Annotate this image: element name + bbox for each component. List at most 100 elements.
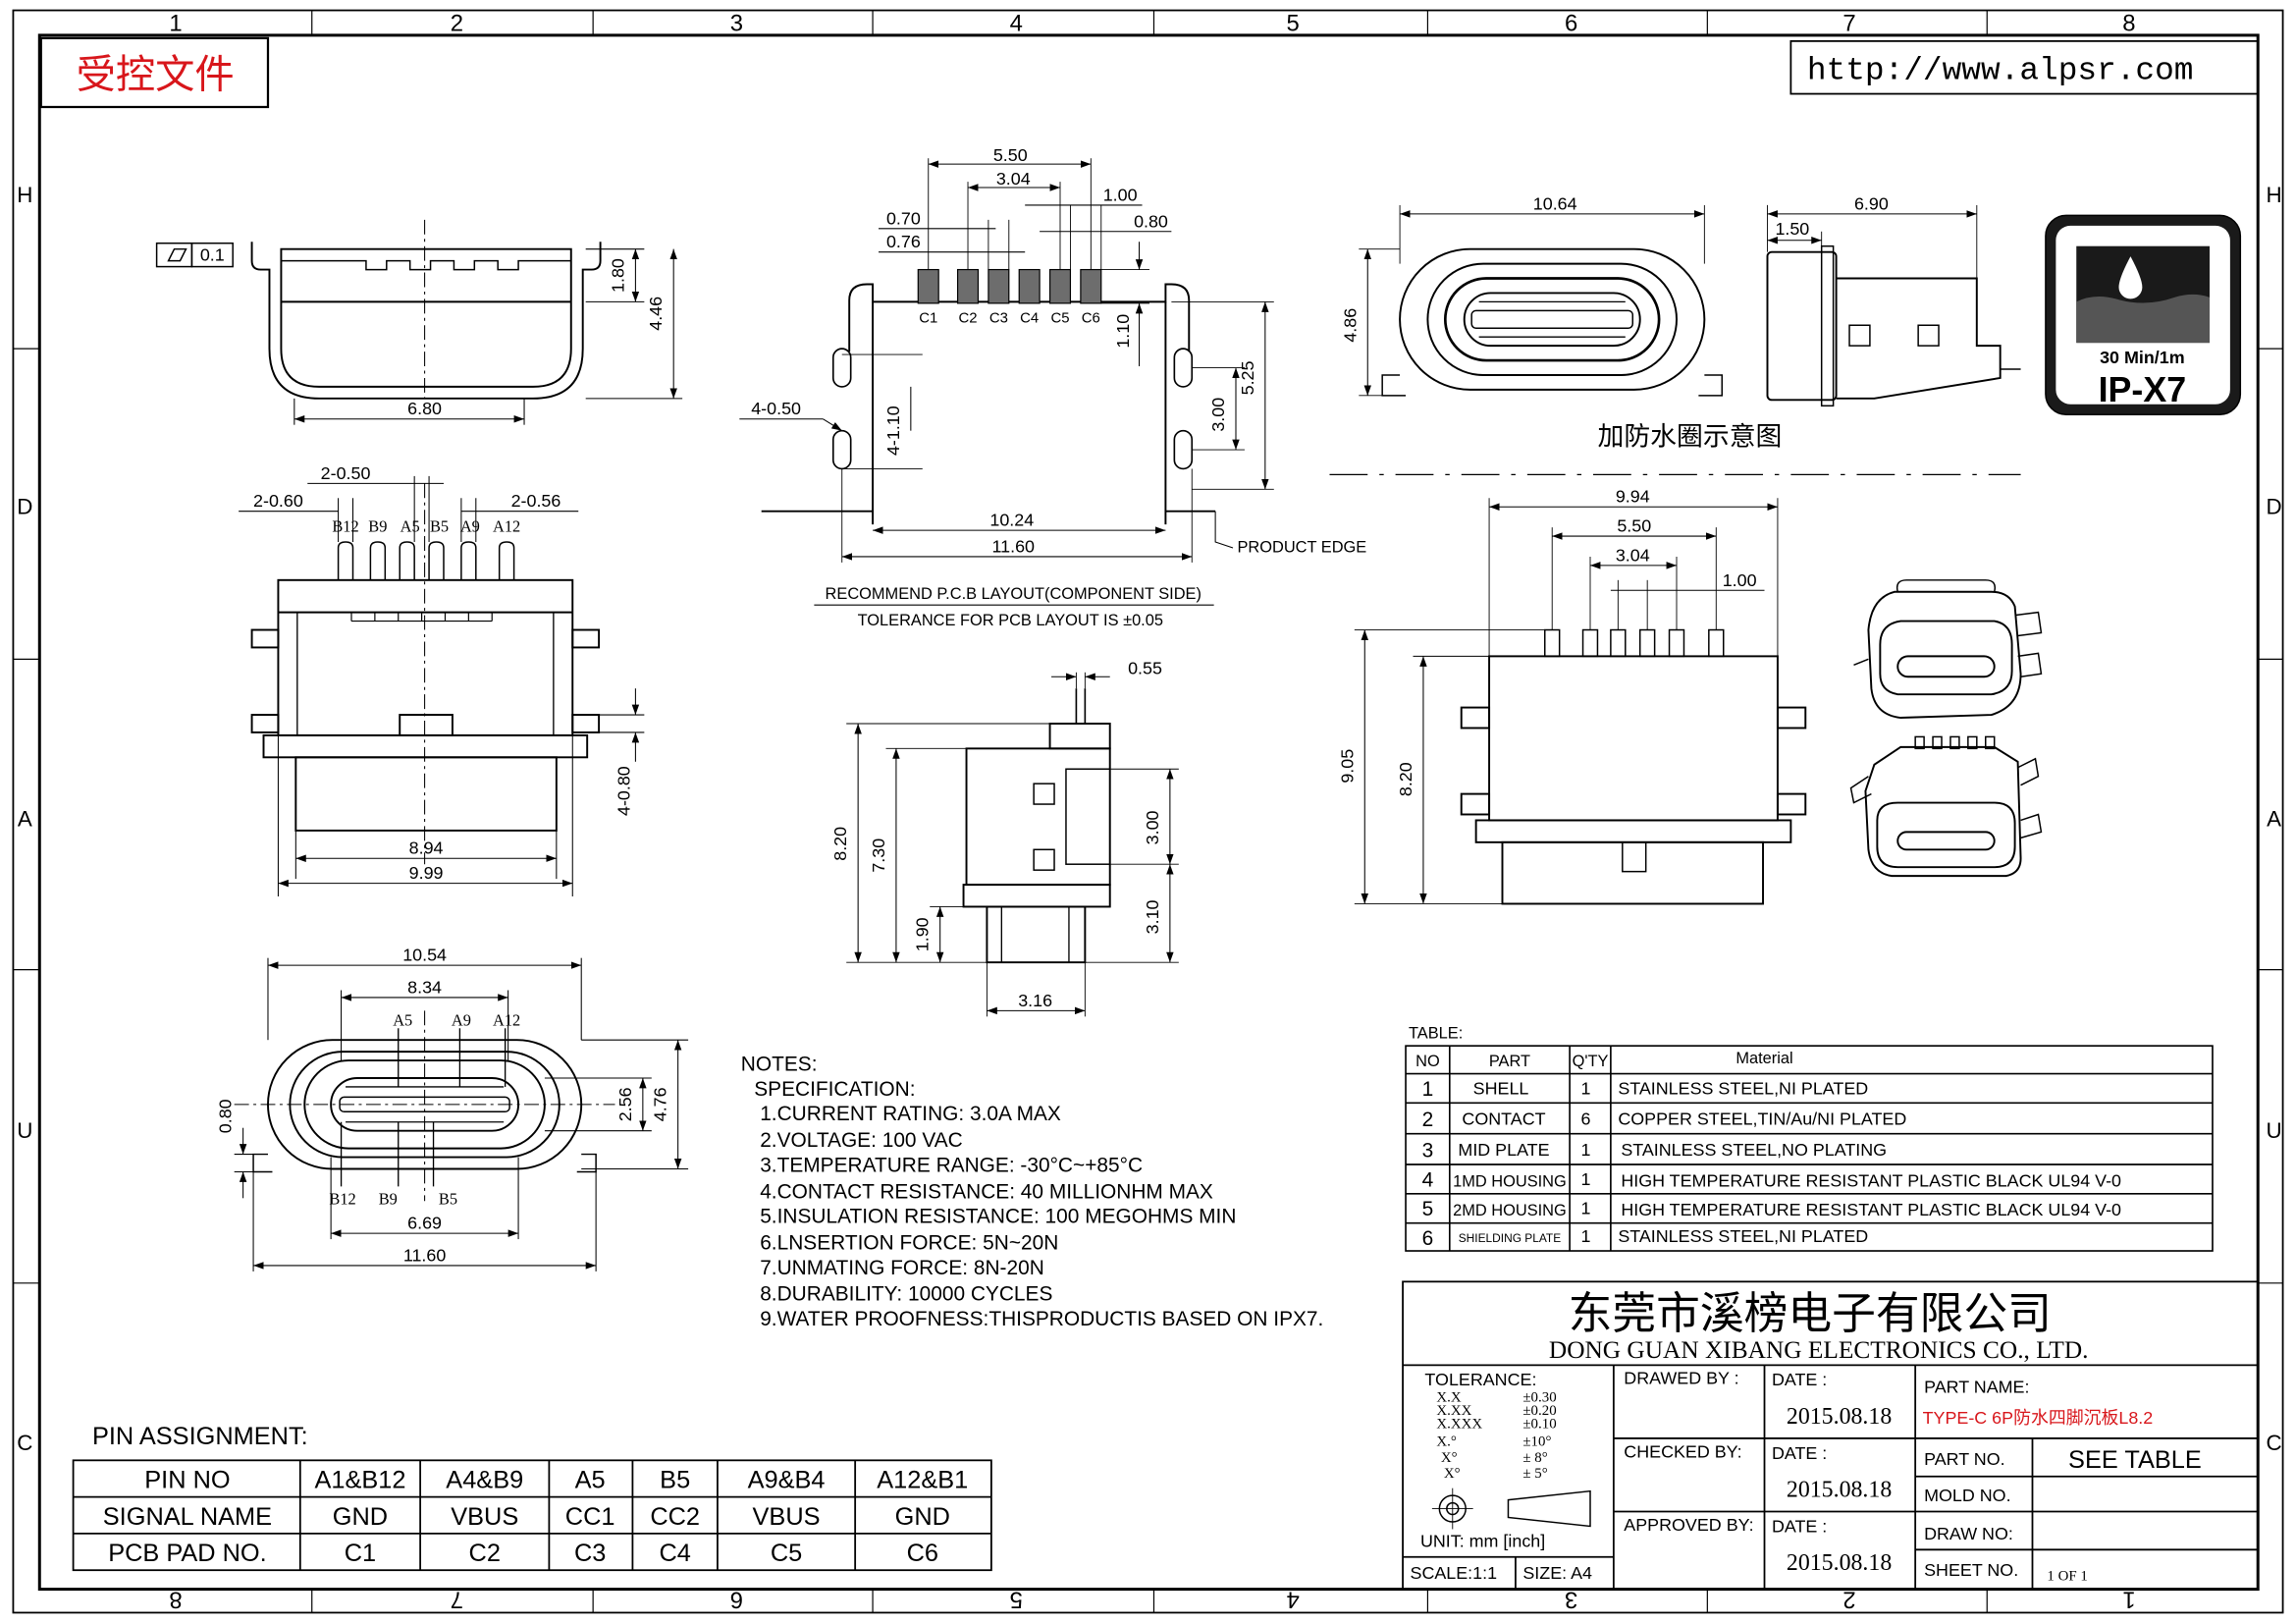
pin-header: A1&B12 xyxy=(314,1467,405,1494)
dim-5-50: 5.50 xyxy=(1617,516,1651,536)
col-label: 5 xyxy=(1287,10,1300,36)
dim-0-76: 0.76 xyxy=(886,232,921,251)
pin-header: A4&B9 xyxy=(446,1467,523,1494)
bom-cell: 1 xyxy=(1581,1226,1591,1246)
pin-cell: CC1 xyxy=(565,1503,615,1531)
note-item: 1.CURRENT RATING: 3.0A MAX xyxy=(760,1103,1061,1125)
note-item: 7.UNMATING FORCE: 8N-20N xyxy=(760,1257,1044,1279)
col-label: 8 xyxy=(169,1587,182,1613)
tol-val: ±0.30 xyxy=(1522,1390,1556,1406)
date-label: DATE : xyxy=(1772,1370,1827,1389)
pin-label: B5 xyxy=(430,517,449,536)
note-item: 2.VOLTAGE: 100 VAC xyxy=(760,1129,963,1152)
part-name: TYPE-C 6P防水四脚沉板L8.2 xyxy=(1923,1408,2154,1428)
note-item: 8.DURABILITY: 10000 CYCLES xyxy=(760,1283,1052,1306)
ipx7-badge: 30 Min/1m IP-X7 xyxy=(2045,214,2242,415)
bom-cell: 1 xyxy=(1581,1169,1591,1189)
dim-3-00: 3.00 xyxy=(1143,810,1162,844)
pcb-layout-dims: 5.50 3.04 1.00 0.70 0.80 0.76 1.10 4-0.5… xyxy=(739,145,1366,629)
column-labels-bottom: 8 7 6 5 4 3 2 1 xyxy=(169,1587,2135,1613)
date-label: DATE : xyxy=(1772,1443,1827,1463)
front-view-top-left-dims: ▱ 0.1 6.80 1.80 4.46 xyxy=(200,245,683,425)
notes-heading: NOTES: xyxy=(741,1054,818,1076)
dim-4-1-10: 4-1.10 xyxy=(883,406,903,456)
pin-cell: C6 xyxy=(907,1540,938,1567)
product-edge-label: PRODUCT EDGE xyxy=(1237,538,1366,556)
dim-10-24: 10.24 xyxy=(989,511,1034,530)
bom-cell: 1 xyxy=(1581,1140,1591,1160)
bom-cell: HIGH TEMPERATURE RESISTANT PLASTIC BLACK… xyxy=(1621,1170,2121,1190)
tol-key: X° xyxy=(1441,1450,1458,1466)
ip-rating-depth: 30 Min/1m xyxy=(2100,348,2185,367)
bom-cell: 3 xyxy=(1422,1140,1434,1163)
projection-symbol-icon xyxy=(1431,1488,1591,1530)
dim-0-55: 0.55 xyxy=(1128,658,1162,677)
waterproof-side-dims: 6.90 1.50 xyxy=(1767,193,1978,279)
pcb-layout-tolerance: TOLERANCE FOR PCB LAYOUT IS ±0.05 xyxy=(858,612,1163,629)
part-no-label: PART NO. xyxy=(1924,1449,2005,1469)
water-drop-icon xyxy=(2118,256,2143,299)
dim-8-34: 8.34 xyxy=(407,977,442,997)
date-value: 2015.08.18 xyxy=(1787,1404,1892,1430)
dim-2-0-50: 2-0.50 xyxy=(321,463,371,483)
pad-label: C3 xyxy=(989,310,1008,326)
top-view-right-dims: 9.94 5.50 3.04 1.00 9.05 8.20 xyxy=(1337,487,1779,904)
bom-cell: SHIELDING PLATE xyxy=(1459,1231,1562,1245)
bom-cell: 6 xyxy=(1581,1109,1591,1129)
dim-4-0-50: 4-0.50 xyxy=(751,399,801,418)
col-label: 8 xyxy=(2122,10,2135,36)
col-label: 1 xyxy=(2122,1587,2135,1613)
part-no: SEE TABLE xyxy=(2068,1446,2202,1474)
tolerance-label: TOLERANCE: xyxy=(1424,1370,1536,1389)
dim-3-00: 3.00 xyxy=(1208,398,1228,432)
bom-header: NO xyxy=(1415,1053,1440,1070)
pad-label: C2 xyxy=(958,310,977,326)
dim-1-00: 1.00 xyxy=(1723,570,1757,590)
bom-cell: 1MD HOUSING xyxy=(1453,1172,1567,1190)
bom-cell: 2MD HOUSING xyxy=(1453,1202,1567,1219)
dim-3-16: 3.16 xyxy=(1018,991,1052,1010)
dim-2-0-60: 2-0.60 xyxy=(253,491,303,511)
pin-cell: SIGNAL NAME xyxy=(103,1503,272,1531)
dim-0-80: 0.80 xyxy=(216,1099,236,1133)
bom-cell: 6 xyxy=(1422,1227,1434,1250)
pad-label: C5 xyxy=(1050,310,1069,326)
pin-cell: C4 xyxy=(659,1540,690,1567)
dim-5-50: 5.50 xyxy=(993,145,1028,165)
dim-1-00: 1.00 xyxy=(1103,185,1138,204)
note-item: 6.LNSERTION FORCE: 5N~20N xyxy=(760,1232,1058,1255)
bom-cell: STAINLESS STEEL,NI PLATED xyxy=(1618,1226,1868,1246)
dim-8-20: 8.20 xyxy=(1396,762,1415,796)
sheet-no-label: SHEET NO. xyxy=(1924,1560,2018,1580)
dim-1-80: 1.80 xyxy=(608,258,627,293)
title-block: 东莞市溪榜电子有限公司 DONG GUAN XIBANG ELECTRONICS… xyxy=(1402,1280,2260,1591)
company-name-cn: 东莞市溪榜电子有限公司 xyxy=(1569,1289,2052,1338)
col-label: 2 xyxy=(1842,1587,1855,1613)
waterproof-caption: 加防水圈示意图 xyxy=(1597,422,1782,452)
drawn-by-label: DRAWED BY : xyxy=(1624,1369,1738,1388)
date-label: DATE : xyxy=(1772,1516,1827,1536)
tol-key: X.X xyxy=(1436,1390,1461,1406)
bom-cell: CONTACT xyxy=(1462,1109,1545,1129)
pin-header: A5 xyxy=(575,1467,606,1494)
row-label: U xyxy=(17,1118,32,1143)
dim-6-69: 6.69 xyxy=(407,1214,442,1233)
pin-header: B5 xyxy=(660,1467,690,1494)
bom-cell: HIGH TEMPERATURE RESISTANT PLASTIC BLACK… xyxy=(1621,1200,2121,1219)
col-label: 7 xyxy=(451,1587,463,1613)
dim-0-70: 0.70 xyxy=(886,208,921,228)
tol-key: X° xyxy=(1444,1466,1461,1482)
tol-val: ± 5° xyxy=(1522,1466,1547,1482)
approved-by-label: APPROVED BY: xyxy=(1624,1515,1753,1535)
dim-6-80: 6.80 xyxy=(407,399,442,418)
dim-5-25: 5.25 xyxy=(1238,360,1257,395)
iso-view-top xyxy=(1853,579,2043,720)
dim-7-30: 7.30 xyxy=(869,839,888,873)
top-view-left xyxy=(250,483,601,865)
col-label: 3 xyxy=(1565,1587,1577,1613)
bom-table: TABLE: NO PART Q'TY Material 1 SHELL 1 S… xyxy=(1405,1025,2214,1252)
company-name-en: DONG GUAN XIBANG ELECTRONICS CO., LTD. xyxy=(1549,1336,2089,1364)
pin-label: B9 xyxy=(368,517,387,536)
pcb-pads xyxy=(917,268,1102,304)
pin-cell: C1 xyxy=(345,1540,376,1567)
